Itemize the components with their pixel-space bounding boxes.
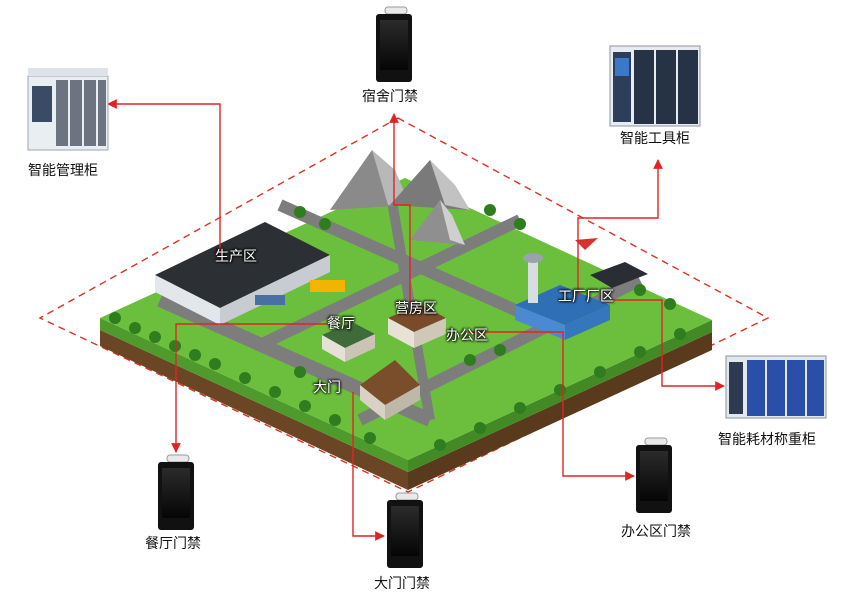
connector-gate-access bbox=[352, 392, 385, 541]
trees bbox=[109, 204, 686, 451]
connector-dormitory-access bbox=[389, 113, 411, 303]
gate-access-label: 大门门禁 bbox=[374, 576, 430, 592]
connector-lines bbox=[107, 99, 725, 541]
canteen-access-device bbox=[158, 454, 194, 530]
management-cabinet-device bbox=[27, 68, 109, 151]
tool-cabinet-label: 智能工具柜 bbox=[620, 131, 690, 147]
gate-zone-label: 大门 bbox=[313, 380, 341, 396]
office-access-label: 办公区门禁 bbox=[621, 524, 691, 540]
dormitory-access-label: 宿舍门禁 bbox=[362, 89, 418, 105]
campus-boundary bbox=[38, 117, 770, 493]
consumables-cabinet-label: 智能耗材称重柜 bbox=[718, 432, 816, 448]
production-zone-label: 生产区 bbox=[215, 249, 257, 265]
canteen-access-label: 餐厅门禁 bbox=[145, 536, 201, 552]
office-zone-label: 办公区 bbox=[446, 328, 488, 344]
tool-cabinet-device bbox=[609, 45, 701, 127]
gate-building bbox=[360, 360, 420, 420]
factory-buildings bbox=[515, 238, 648, 340]
office-access-device bbox=[636, 437, 672, 513]
mountains bbox=[330, 150, 470, 245]
dormitory-access-device bbox=[376, 6, 412, 82]
consumables-cabinet-device bbox=[725, 355, 827, 419]
factory-zone-label: 工厂厂区 bbox=[558, 289, 614, 305]
connector-canteen-access bbox=[171, 323, 330, 453]
connector-management-cabinet bbox=[107, 99, 221, 258]
barracks-zone-label: 营房区 bbox=[395, 301, 437, 317]
production-warehouse bbox=[155, 222, 345, 325]
canteen-zone-label: 餐厅 bbox=[327, 316, 355, 332]
barracks-buildings bbox=[322, 304, 446, 362]
management-cabinet-label: 智能管理柜 bbox=[28, 163, 98, 179]
connector-consumables-cabinet bbox=[612, 299, 725, 391]
connector-tool-cabinet bbox=[577, 159, 663, 297]
gate-access-device bbox=[387, 492, 423, 568]
connector-office-access bbox=[468, 331, 635, 481]
